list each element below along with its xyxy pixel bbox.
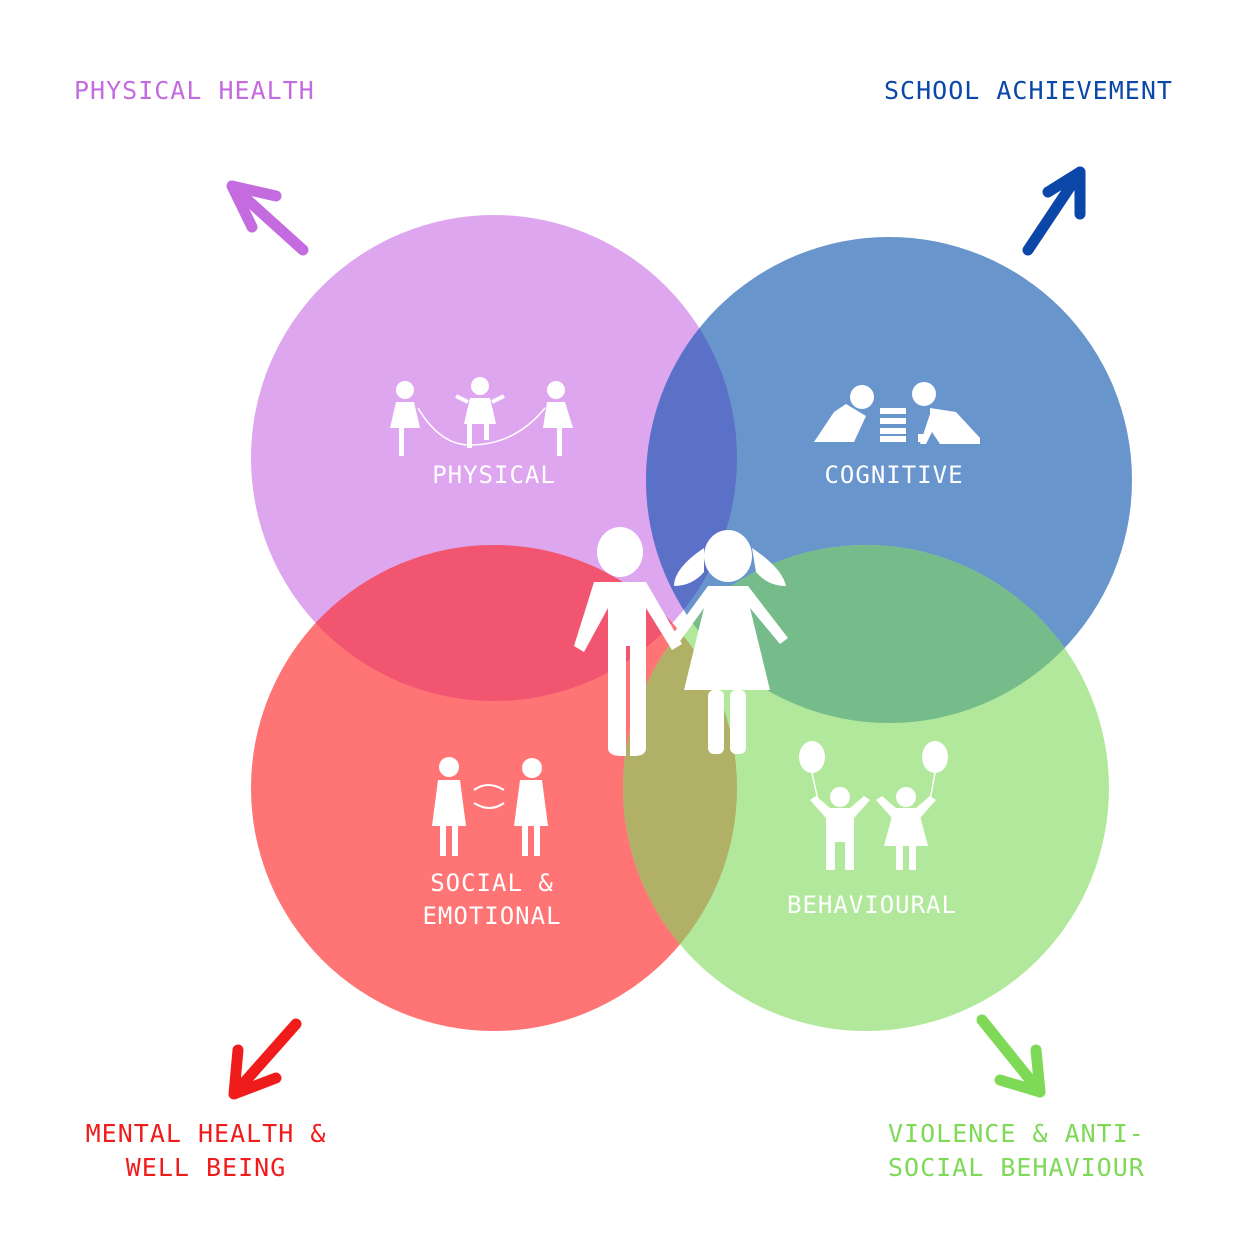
children-laughing-crying-icon bbox=[432, 757, 548, 856]
children-skipping-rope-icon bbox=[390, 377, 573, 456]
social-emotional-label: SOCIAL & EMOTIONAL bbox=[422, 869, 562, 930]
outcome-physical-health: PHYSICAL HEALTH bbox=[74, 76, 315, 105]
arrow-school-achievement-icon bbox=[1022, 166, 1086, 256]
outcome-violence-anti-social: VIOLENCE & ANTI- SOCIAL BEHAVIOUR bbox=[888, 1119, 1145, 1182]
cognitive-label: COGNITIVE bbox=[824, 461, 964, 489]
children-with-balloons-icon bbox=[799, 741, 948, 870]
outcome-school-achievement: SCHOOL ACHIEVEMENT bbox=[884, 76, 1173, 105]
physical-label: PHYSICAL bbox=[432, 461, 556, 489]
behavioural-label: BEHAVIOURAL bbox=[787, 891, 957, 919]
arrow-physical-health-icon bbox=[226, 180, 309, 256]
arrow-mental-health-icon bbox=[228, 1018, 302, 1100]
boy-and-girl-holding-hands-icon bbox=[574, 527, 788, 756]
arrow-violence-icon bbox=[976, 1014, 1046, 1098]
outcome-mental-health: MENTAL HEALTH & WELL BEING bbox=[85, 1119, 327, 1182]
children-building-blocks-icon bbox=[814, 382, 980, 444]
